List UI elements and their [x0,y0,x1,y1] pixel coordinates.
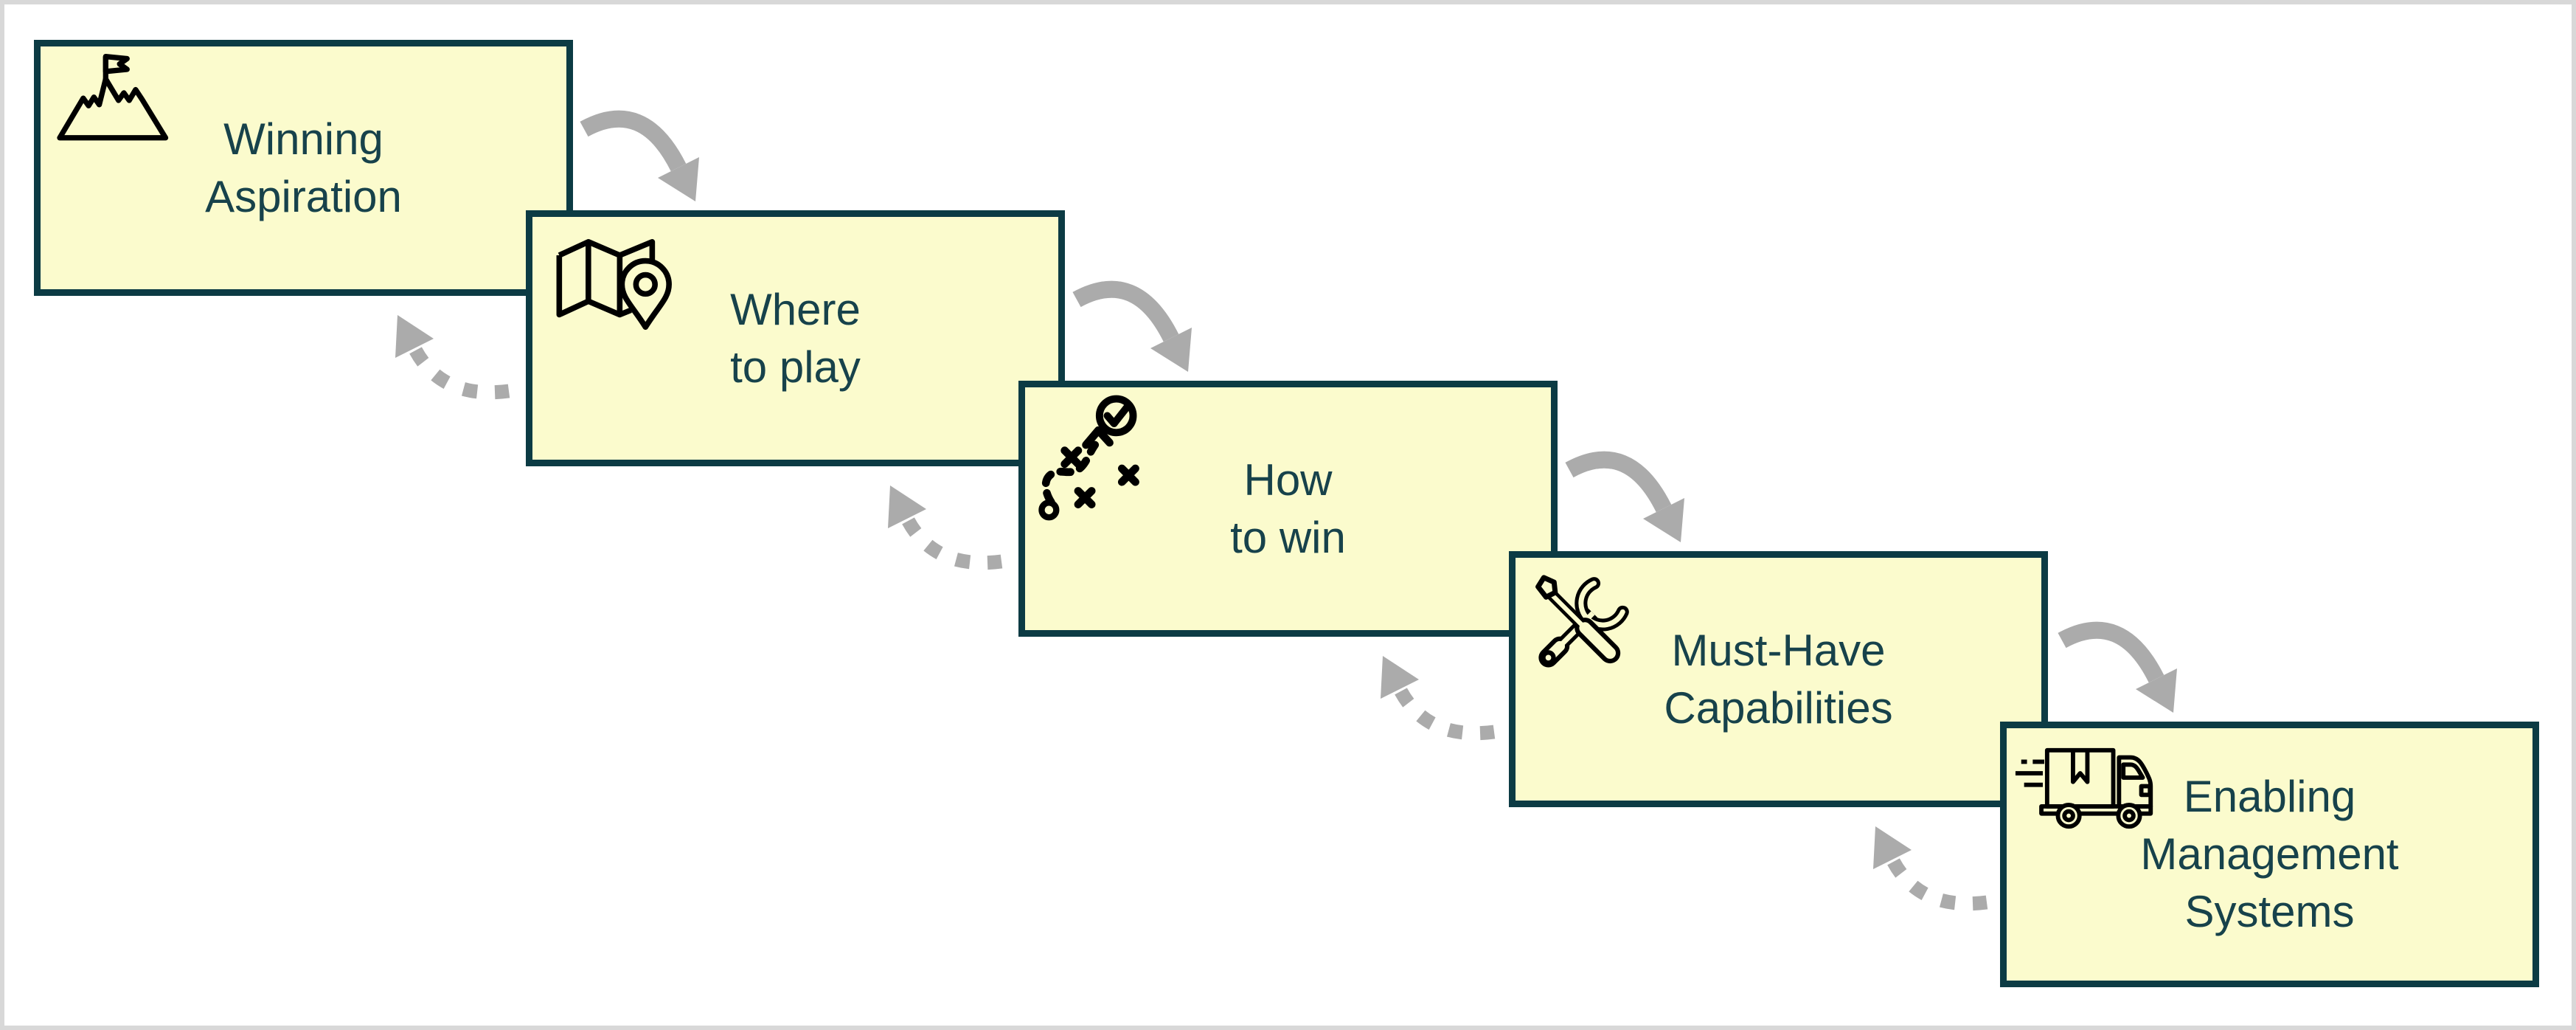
box-label-line: Management [2140,829,2399,879]
box-label-line: Aspiration [205,171,402,221]
backward-arrow-3 [1381,656,1494,733]
box-label-line: Where [730,284,861,334]
box-label-line: Winning [223,114,383,164]
forward-arrow-1 [584,119,699,201]
backward-arrow-2 [888,485,1001,563]
forward-arrow-4 [2062,630,2177,713]
box-label-line: Must-Have [1671,625,1886,675]
box-enabling-management-systems: Enabling Management Systems [2000,722,2539,987]
backward-arrow-1 [395,315,509,393]
mountain-flag-icon [53,48,171,155]
delivery-truck-icon [2014,740,2158,837]
box-winning-aspiration: Winning Aspiration [34,40,573,296]
box-label-line: Capabilities [1664,682,1893,733]
box-label-line: How [1243,454,1333,505]
box-label-line: to play [730,342,861,392]
map-pin-icon [550,225,679,346]
forward-arrow-3 [1569,460,1684,542]
box-how-to-win: How to win [1018,381,1558,637]
box-label-line: Systems [2184,887,2355,936]
forward-arrow-2 [1077,289,1192,372]
box-where-to-play: Where to play [526,210,1065,466]
tools-icon [1524,570,1639,684]
box-must-have-capabilities: Must-Have Capabilities [1509,551,2048,807]
backward-arrow-4 [1873,826,1987,904]
box-label-line: to win [1230,512,1346,562]
strategy-play-icon [1035,393,1153,522]
box-label-line: Enabling [2183,772,2356,821]
